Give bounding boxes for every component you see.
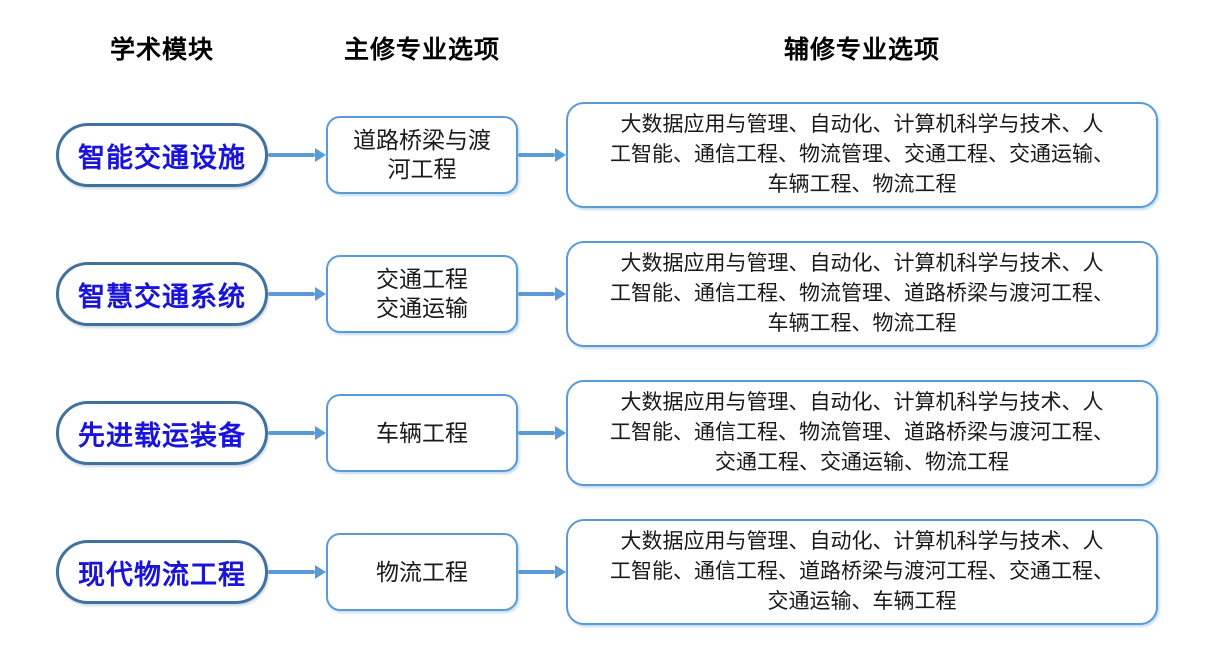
arrow-right-icon xyxy=(268,425,326,441)
major-box: 物流工程 xyxy=(326,533,518,611)
major-label: 物流工程 xyxy=(376,558,468,585)
arrow-right-icon xyxy=(518,564,566,580)
flow-row-1: 智能交通设施 道路桥梁与渡 河工程 大数据应用与管理、自动化、计算机科学与技术、… xyxy=(0,102,1210,208)
flow-row-2: 智慧交通系统 交通工程 交通运输 大数据应用与管理、自动化、计算机科学与技术、人… xyxy=(0,241,1210,347)
arrow-head xyxy=(555,148,566,162)
arrow-head xyxy=(315,565,326,579)
major-box: 车辆工程 xyxy=(326,394,518,472)
major-box: 交通工程 交通运输 xyxy=(326,255,518,333)
arrow-head xyxy=(555,287,566,301)
arrow-head xyxy=(315,287,326,301)
arrow-right-icon xyxy=(268,564,326,580)
header-minor-options: 辅修专业选项 xyxy=(783,36,940,64)
arrow-shaft xyxy=(268,153,315,157)
arrow-shaft xyxy=(518,570,555,574)
module-label: 现代物流工程 xyxy=(78,559,246,590)
header-academic-module: 学术模块 xyxy=(109,36,214,64)
flow-row-4: 现代物流工程 物流工程 大数据应用与管理、自动化、计算机科学与技术、人 工智能、… xyxy=(0,519,1210,625)
arrow-shaft xyxy=(518,153,555,157)
arrow-shaft xyxy=(268,431,315,435)
minor-label: 大数据应用与管理、自动化、计算机科学与技术、人 工智能、通信工程、物流管理、道路… xyxy=(610,252,1114,335)
arrow-shaft xyxy=(518,431,555,435)
arrow-right-icon xyxy=(518,425,566,441)
arrow-right-icon xyxy=(268,286,326,302)
minor-label: 大数据应用与管理、自动化、计算机科学与技术、人 工智能、通信工程、道路桥梁与渡河… xyxy=(610,530,1114,613)
arrow-head xyxy=(555,565,566,579)
arrow-head xyxy=(315,426,326,440)
major-label: 车辆工程 xyxy=(376,419,468,446)
arrow-head xyxy=(555,426,566,440)
major-box: 道路桥梁与渡 河工程 xyxy=(326,116,518,194)
column-headers: 学术模块 主修专业选项 辅修专业选项 xyxy=(0,30,1210,66)
module-pill: 先进载运装备 xyxy=(56,401,268,465)
arrow-shaft xyxy=(268,570,315,574)
module-pill: 现代物流工程 xyxy=(56,540,268,604)
minor-box: 大数据应用与管理、自动化、计算机科学与技术、人 工智能、通信工程、物流管理、交通… xyxy=(566,102,1158,208)
header-major-options: 主修专业选项 xyxy=(343,36,500,64)
arrow-right-icon xyxy=(518,147,566,163)
major-label: 道路桥梁与渡 河工程 xyxy=(353,127,491,182)
module-label: 智能交通设施 xyxy=(78,142,246,173)
arrow-right-icon xyxy=(518,286,566,302)
minor-box: 大数据应用与管理、自动化、计算机科学与技术、人 工智能、通信工程、物流管理、道路… xyxy=(566,380,1158,486)
arrow-shaft xyxy=(518,292,555,296)
arrow-right-icon xyxy=(268,147,326,163)
flow-row-3: 先进载运装备 车辆工程 大数据应用与管理、自动化、计算机科学与技术、人 工智能、… xyxy=(0,380,1210,486)
minor-box: 大数据应用与管理、自动化、计算机科学与技术、人 工智能、通信工程、物流管理、道路… xyxy=(566,241,1158,347)
module-pill: 智能交通设施 xyxy=(56,123,268,187)
minor-label: 大数据应用与管理、自动化、计算机科学与技术、人 工智能、通信工程、物流管理、道路… xyxy=(610,391,1114,474)
minor-box: 大数据应用与管理、自动化、计算机科学与技术、人 工智能、通信工程、道路桥梁与渡河… xyxy=(566,519,1158,625)
module-pill: 智慧交通系统 xyxy=(56,262,268,326)
minor-label: 大数据应用与管理、自动化、计算机科学与技术、人 工智能、通信工程、物流管理、交通… xyxy=(610,113,1114,196)
major-label: 交通工程 交通运输 xyxy=(376,266,468,321)
module-label: 智慧交通系统 xyxy=(78,281,246,312)
arrow-shaft xyxy=(268,292,315,296)
arrow-head xyxy=(315,148,326,162)
module-label: 先进载运装备 xyxy=(78,420,246,451)
